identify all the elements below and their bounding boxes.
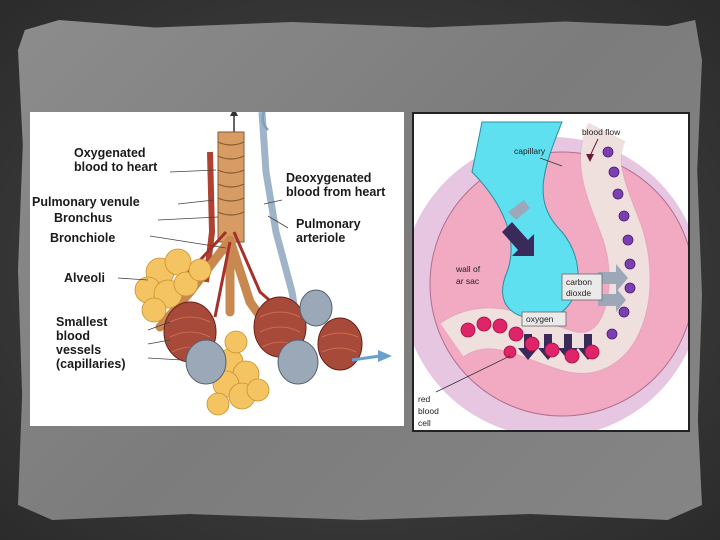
gas-exchange-illustration: blood flow capillary wall of ar sac carb…	[412, 112, 690, 432]
label-oxygenated-line1: Oxygenated	[74, 146, 146, 160]
label-pulmonary-arteriole-line2: arteriole	[296, 231, 345, 245]
label-oxygenated-line2: blood to heart	[74, 160, 158, 174]
label-red-cell-line1: red	[418, 394, 431, 404]
label-carbon-line2: dioxde	[566, 288, 591, 298]
label-red-cell-line3: cell	[418, 418, 431, 428]
label-wall-line1: wall of	[455, 264, 481, 274]
label-deoxygenated-line1: Deoxygenated	[286, 171, 371, 185]
label-bronchus: Bronchus	[54, 211, 112, 225]
label-pulmonary-arteriole-line1: Pulmonary	[296, 217, 361, 231]
label-smallest-line1: Smallest	[56, 315, 108, 329]
gas-exchange-figure: blood flow capillary wall of ar sac carb…	[412, 112, 690, 432]
label-blood-flow: blood flow	[582, 127, 621, 137]
label-oxygen: oxygen	[526, 314, 554, 324]
label-capillary: capillary	[514, 146, 546, 156]
label-smallest-line4: (capillaries)	[56, 357, 125, 371]
label-smallest-line2: blood	[56, 329, 90, 343]
label-smallest-line3: vessels	[56, 343, 101, 357]
label-carbon-line1: carbon	[566, 277, 592, 287]
label-red-cell-line2: blood	[418, 406, 439, 416]
label-deoxygenated-line2: blood from heart	[286, 185, 386, 199]
label-bronchiole: Bronchiole	[50, 231, 115, 245]
lung-anatomy-figure: Oxygenated blood to heart Deoxygenated b…	[30, 112, 404, 426]
label-pulmonary-venule: Pulmonary venule	[32, 195, 140, 209]
lung-anatomy-illustration: Oxygenated blood to heart Deoxygenated b…	[30, 112, 404, 426]
label-wall-line2: ar sac	[456, 276, 480, 286]
label-alveoli: Alveoli	[64, 271, 105, 285]
